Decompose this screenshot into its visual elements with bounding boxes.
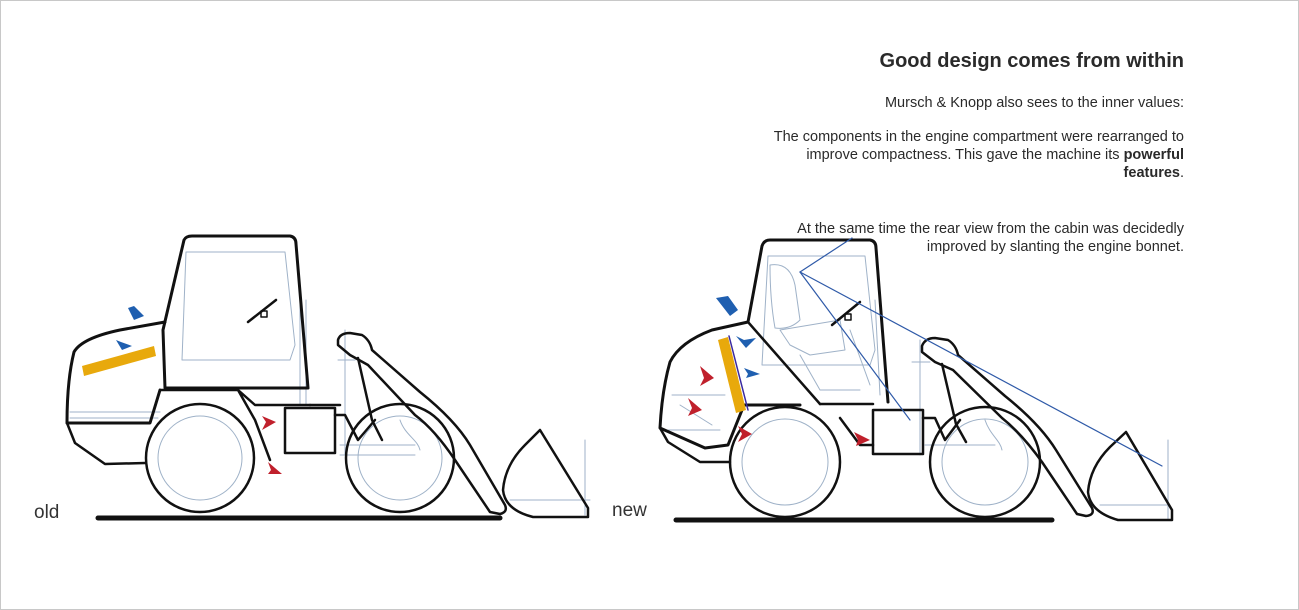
rear-view-text: At the same time the rear view from the … [797, 221, 1184, 255]
old-blue-arrow-low [116, 340, 132, 350]
new-bucket [1086, 430, 1174, 522]
new-red-arrow-2 [688, 398, 702, 416]
compactness-text: The components in the engine compartment… [764, 128, 1184, 182]
new-front-wheel [928, 405, 1042, 519]
new-bonnet-bar [718, 337, 746, 413]
old-lift-link [356, 356, 384, 442]
intro-text: Mursch & Knopp also sees to the inner va… [884, 95, 1184, 111]
new-bar-edge [728, 335, 749, 411]
new-rear-counterweight [658, 426, 732, 464]
new-slanted-bonnet-line [746, 320, 822, 406]
old-red-arrow-upper [262, 416, 276, 430]
old-cabin [161, 234, 310, 390]
compactness-text-end: . [1179, 165, 1184, 181]
rear-view-sightline-lower [799, 271, 1163, 467]
old-blue-arrow-top [128, 306, 144, 320]
new-rear-wheel [728, 405, 842, 519]
old-door-lock [260, 310, 268, 318]
compactness-text-start: The components in the engine compartment… [773, 129, 1184, 163]
new-joint-box [871, 408, 925, 456]
new-red-arrow-1 [700, 366, 714, 386]
old-front-wheel-rim [357, 415, 443, 501]
rear-view-sightline-bucket [799, 271, 911, 421]
old-chassis [158, 388, 312, 462]
new-cabin [746, 238, 890, 404]
old-engine-bonnet [65, 320, 167, 425]
old-bucket [501, 428, 590, 519]
new-red-arrow-4 [854, 432, 870, 446]
new-blue-arrow-low [744, 368, 760, 378]
new-blue-arrow-mid [736, 336, 756, 348]
old-rear-wheel-rim [157, 415, 243, 501]
old-rear-counterweight [65, 421, 147, 466]
page-title: Good design comes from within [879, 50, 1184, 72]
new-loader-arm [920, 336, 1094, 518]
new-door-lock [844, 313, 852, 321]
old-loader [65, 234, 591, 521]
old-joint-box [283, 406, 337, 455]
rear-view-sightline-upper [799, 237, 853, 273]
powerful-features-emphasis: powerful features [1123, 147, 1184, 181]
new-red-arrow-3 [738, 426, 752, 442]
old-bonnet-bar [82, 346, 156, 376]
old-rear-wheel [144, 402, 256, 514]
new-loader [658, 237, 1174, 523]
new-cabin-window [761, 255, 876, 366]
new-lift-link [940, 362, 968, 444]
new-front-wheel-rim [941, 418, 1029, 506]
new-rear-wheel-rim [741, 418, 829, 506]
old-loader-arm [336, 331, 508, 516]
new-blue-arrow-top [716, 296, 738, 316]
new-label: new [612, 500, 647, 521]
old-red-arrow-lower [268, 462, 282, 474]
old-cabin-window [181, 251, 296, 361]
old-label: old [34, 502, 60, 523]
old-front-frame [308, 403, 377, 442]
